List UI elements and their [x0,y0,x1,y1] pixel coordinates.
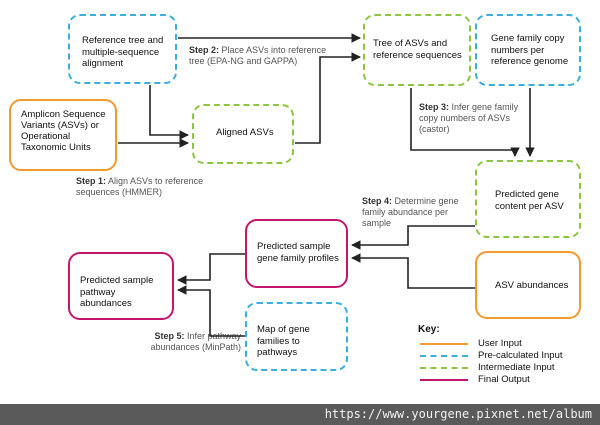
step1-label: Step 1: Align ASVs to reference sequence… [76,176,216,198]
key-label-intermediate: Intermediate Input [478,362,555,373]
tree-of-asvs-text: Tree of ASVs and reference sequences [373,38,462,61]
key-label-final: Final Output [478,374,530,385]
reference-tree-text: Reference tree and multiple-sequence ali… [82,35,164,69]
step4-text: Determine gene family abundance per samp… [362,196,459,228]
pathway-box: Predicted sample pathway abundances [68,252,174,320]
watermark-bar: https://www.yourgene.pixnet.net/album [0,404,600,425]
step3-title: Step 3: [419,102,450,112]
arrow-abundance-to-profiles [351,253,475,289]
arrow-tree-to-predicted [410,88,520,157]
step4-label: Step 4: Determine gene family abundance … [362,196,472,229]
step2-text: Place ASVs into reference tree (EPA-NG a… [189,45,327,66]
sample-profiles-text: Predicted sample gene family profiles [257,241,339,264]
map-gene-text: Map of gene families to pathways [257,324,310,358]
key-line-green [420,367,468,369]
watermark-text: https://www.yourgene.pixnet.net/album [324,407,592,421]
tree-of-asvs-box: Tree of ASVs and reference sequences [363,14,471,86]
aligned-asvs-text: Aligned ASVs [216,127,274,138]
key-line-blue [420,355,468,357]
key-label-precalc: Pre-calculated Input [478,350,563,361]
arrow-aligned-to-tree [295,52,361,144]
map-gene-box: Map of gene families to pathways [245,302,348,371]
step5-title: Step 5: [154,331,185,341]
gene-copy-text: Gene family copy numbers per reference g… [491,33,569,67]
amplicon-box: Amplicon Sequence Variants (ASVs) or Ope… [9,99,117,171]
step1-text: Align ASVs to reference sequences (HMMER… [76,176,204,197]
asv-abundances-text: ASV abundances [495,280,569,291]
amplicon-text: Amplicon Sequence Variants (ASVs) or Ope… [21,109,106,153]
key-title: Key: [418,324,440,335]
key-line-magenta [420,379,468,381]
predicted-content-text: Predicted gene content per ASV [495,189,564,212]
step3-label: Step 3: Infer gene family copy numbers o… [419,102,519,135]
step3-text: Infer gene family copy numbers of ASVs (… [419,102,519,134]
key-line-orange [420,343,468,345]
asv-abundances-box: ASV abundances [475,251,581,319]
arrow-map-to-pathway [177,285,245,337]
step4-title: Step 4: [362,196,393,206]
sample-profiles-box: Predicted sample gene family profiles [245,219,348,288]
key-label-user-input: User Input [478,338,522,349]
step1-title: Step 1: [76,176,107,186]
step2-label: Step 2: Place ASVs into reference tree (… [189,45,329,67]
aligned-asvs-box: Aligned ASVs [192,104,294,164]
pathway-text: Predicted sample pathway abundances [80,275,154,309]
reference-tree-box: Reference tree and multiple-sequence ali… [68,14,177,84]
arrow-profiles-to-pathway [177,253,245,285]
predicted-content-box: Predicted gene content per ASV [475,160,581,238]
gene-copy-box: Gene family copy numbers per reference g… [475,14,581,86]
arrow-predicted-to-profiles [351,225,475,250]
arrow-ref-to-aligned [149,85,189,140]
step2-title: Step 2: [189,45,220,55]
